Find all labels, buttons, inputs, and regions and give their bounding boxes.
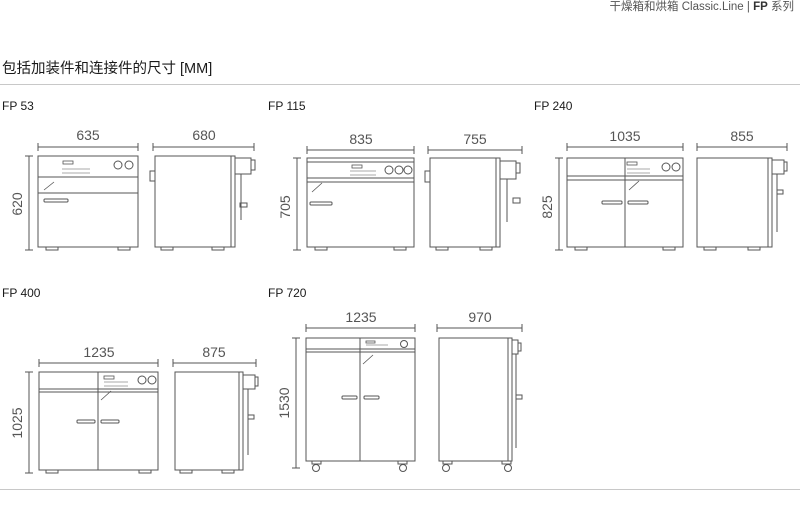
section-title: 包括加装件和连接件的尺寸 [MM] bbox=[2, 61, 213, 77]
fp115-depth-label: 755 bbox=[463, 131, 487, 147]
fp240-height-label: 825 bbox=[539, 195, 555, 219]
drawing-fp400: 1235 1025 875 bbox=[9, 344, 259, 474]
model-label-fp115: FP 115 bbox=[268, 99, 306, 113]
series-header-text: 干燥箱和烘箱 Classic.Line | bbox=[609, 1, 754, 13]
model-label-fp400: FP 400 bbox=[2, 286, 41, 300]
fp240-depth-label: 855 bbox=[730, 128, 754, 144]
fp53-width-label: 635 bbox=[76, 127, 100, 143]
model-label-fp240: FP 240 bbox=[534, 99, 573, 113]
model-label-fp53: FP 53 bbox=[2, 99, 34, 113]
drawing-fp115: 835 705 755 bbox=[277, 131, 523, 251]
fp720-width-label: 1235 bbox=[345, 309, 376, 325]
drawing-fp240: 1035 825 855 bbox=[539, 128, 788, 251]
series-header-bold: FP bbox=[753, 1, 768, 13]
bottom-divider bbox=[0, 489, 800, 490]
fp115-height-label: 705 bbox=[277, 195, 293, 219]
fp720-depth-label: 970 bbox=[468, 309, 492, 325]
fp400-height-label: 1025 bbox=[9, 407, 25, 438]
series-header-suffix: 系列 bbox=[767, 1, 794, 13]
drawing-fp720: 1235 1530 970 bbox=[276, 309, 523, 472]
fp720-height-label: 1530 bbox=[276, 387, 292, 418]
fp400-depth-label: 875 bbox=[202, 344, 226, 360]
fp53-height-label: 620 bbox=[9, 192, 25, 216]
top-divider bbox=[0, 84, 800, 85]
fp115-width-label: 835 bbox=[349, 131, 373, 147]
fp240-width-label: 1035 bbox=[609, 128, 640, 144]
drawing-fp53: 635 620 680 bbox=[9, 127, 256, 251]
fp53-depth-label: 680 bbox=[192, 127, 216, 143]
series-header: 干燥箱和烘箱 Classic.Line | FP 系列 bbox=[610, 0, 794, 14]
model-label-fp720: FP 720 bbox=[268, 286, 307, 300]
fp400-width-label: 1235 bbox=[83, 344, 114, 360]
